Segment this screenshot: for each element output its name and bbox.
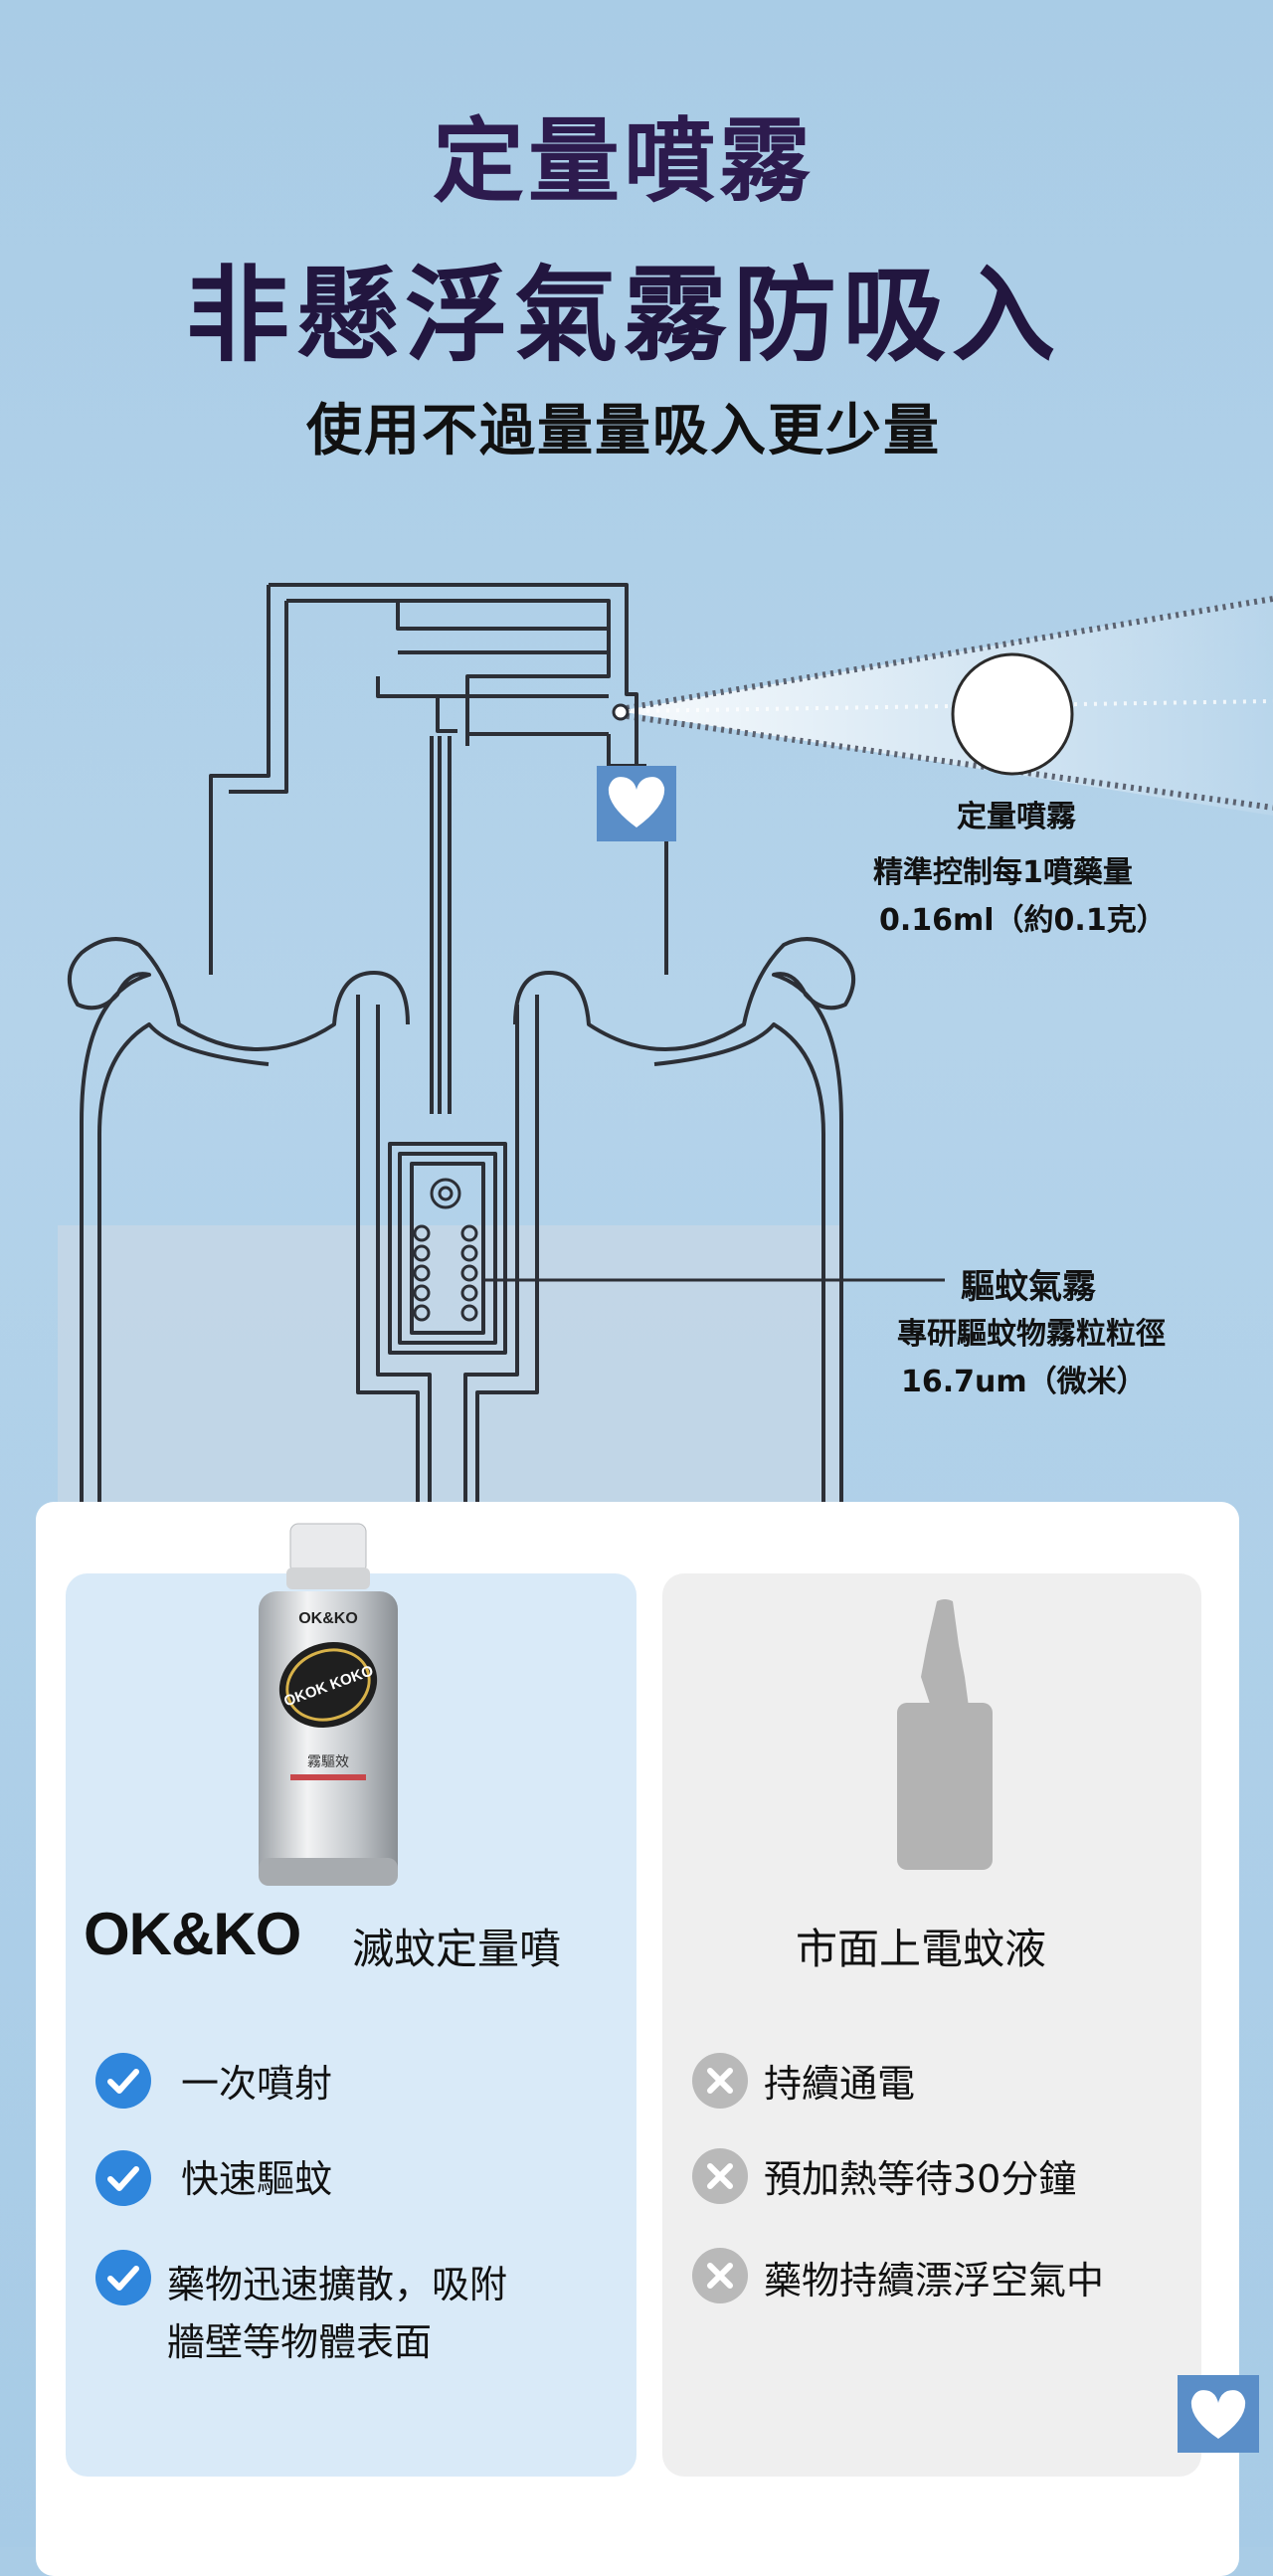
actuator-cap-left <box>209 585 271 975</box>
spray-dot-line <box>626 699 1273 713</box>
spray-dot-line <box>626 713 1273 811</box>
check-icon <box>95 2250 151 2305</box>
can-shoulder-right <box>513 937 855 1512</box>
page-subtitle: 非懸浮氣霧防吸入 <box>185 255 1061 376</box>
page-tagline: 使用不過量量吸入更少量 <box>306 399 941 463</box>
heart-sticker-icon <box>1178 2375 1259 2453</box>
right-feature-2: 預加熱等待30分鐘 <box>764 2157 1077 2201</box>
left-subtitle: 滅蚊定量噴 <box>352 1925 562 1973</box>
left-feature-3: 藥物迅速擴散，吸附 <box>167 2263 508 2306</box>
right-title: 市面上電蚊液 <box>796 1925 1047 1973</box>
droplet-circle <box>951 652 1074 776</box>
can-label-text: 霧驅效 <box>307 1754 349 1770</box>
mist-annotation-line: 專研驅蚊物霧粒粒徑 <box>897 1317 1166 1352</box>
right-feature-1: 持續通電 <box>764 2062 916 2106</box>
can-shoulder <box>68 937 410 1512</box>
spray-annotation-value: 0.16ml（約0.1克） <box>879 903 1167 938</box>
left-feature-1: 一次噴射 <box>181 2062 333 2106</box>
mosquito-liquid-bottle-image <box>897 1599 993 1870</box>
cross-icon <box>692 2248 748 2303</box>
spray-can-product-image: OK&KO OKOK KOKO 霧驅效 <box>259 1523 398 1886</box>
cross-icon <box>692 2053 748 2109</box>
check-icon <box>95 2053 151 2109</box>
left-feature-2: 快速驅蚊 <box>181 2157 333 2201</box>
cross-icon <box>692 2148 748 2204</box>
can-brand-text: OK&KO <box>298 1610 358 1627</box>
spray-annotation-title: 定量噴霧 <box>957 800 1076 834</box>
mist-annotation-title: 驅蚊氣霧 <box>961 1267 1096 1307</box>
page-title: 定量噴霧 <box>432 108 815 215</box>
left-feature-3-cont: 牆壁等物體表面 <box>167 2320 433 2364</box>
mist-annotation-value: 16.7um（微米） <box>901 1365 1147 1399</box>
spray-can-diagram <box>58 583 1273 1512</box>
check-icon <box>95 2150 151 2206</box>
left-brand: OK&KO <box>84 1901 301 1967</box>
spray-annotation-line: 精準控制每1噴藥量 <box>873 855 1133 890</box>
liquid-area <box>58 1225 843 1512</box>
right-feature-3: 藥物持續漂浮空氣中 <box>764 2259 1105 2302</box>
spray-dot-line <box>626 596 1273 711</box>
